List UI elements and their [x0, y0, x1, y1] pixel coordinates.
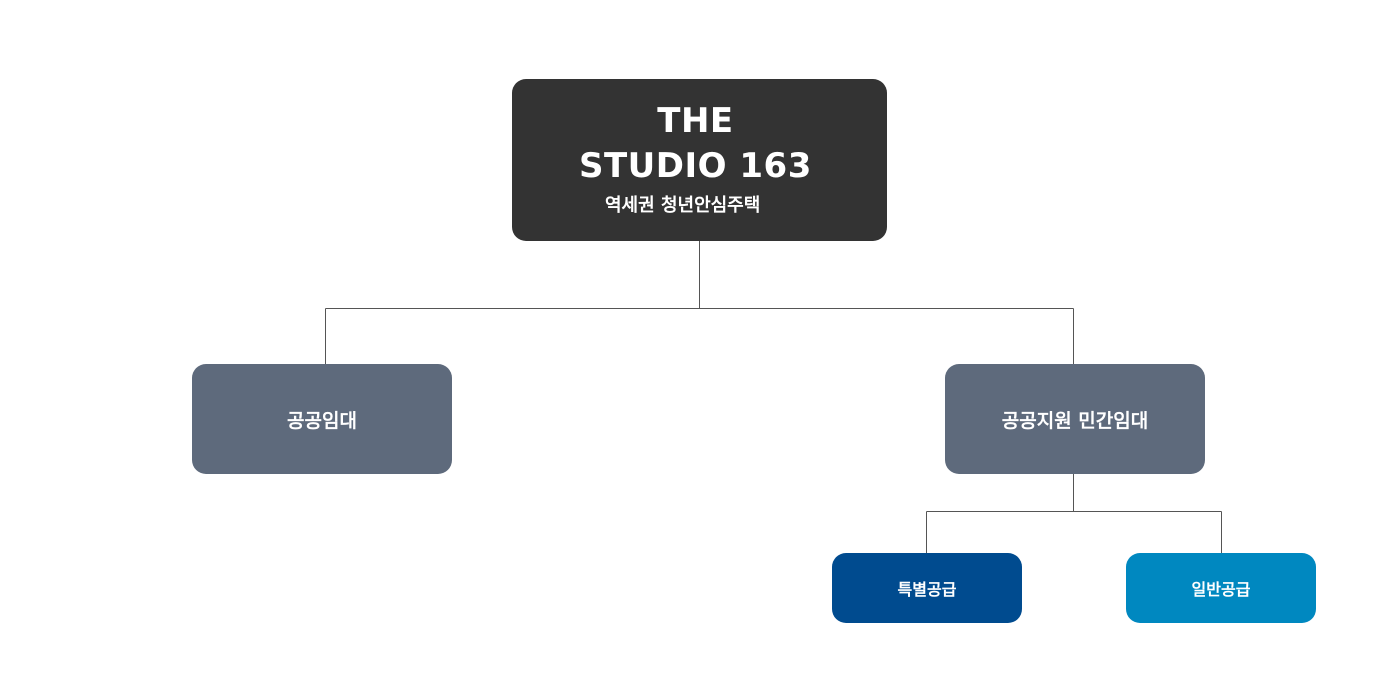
- private-rental-node: 공공지원 민간임대: [945, 364, 1205, 474]
- public-rental-label: 공공임대: [287, 409, 357, 432]
- root-subtitle: 역세권 청년안심주택: [605, 195, 761, 216]
- special-supply-node: 특별공급: [832, 553, 1022, 623]
- root-title: THE STUDIO 163: [579, 101, 812, 186]
- root-node: THE STUDIO 163 역세권 청년안심주택: [512, 79, 887, 241]
- public-rental-node: 공공임대: [192, 364, 452, 474]
- general-supply-label: 일반공급: [1191, 580, 1251, 599]
- special-supply-label: 특별공급: [897, 580, 957, 599]
- general-supply-node: 일반공급: [1126, 553, 1316, 623]
- private-rental-label: 공공지원 민간임대: [1001, 409, 1149, 432]
